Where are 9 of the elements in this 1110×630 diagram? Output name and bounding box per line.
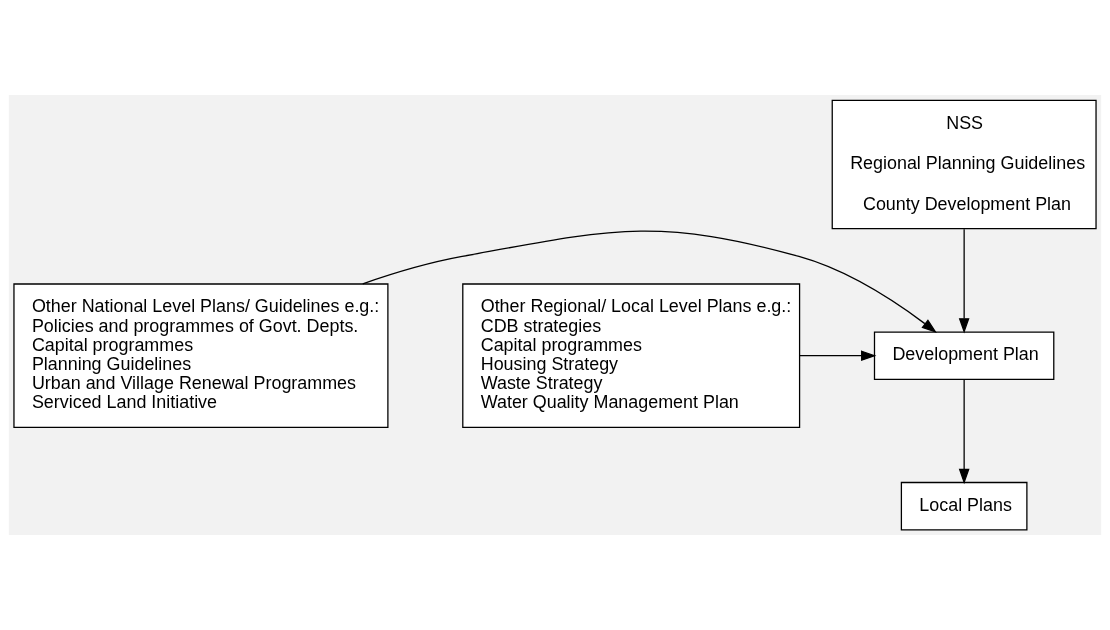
arrow [958, 378, 970, 485]
node-box: NSS Regional Planning Guidelines County Development Plan [831, 99, 1097, 230]
node-box: Local Plans [900, 481, 1028, 531]
node-box: Other Regional/ Local Level Plans e.g.: CDB strategies Capital programmes Housing Strategy Waste Strategy Water Quality Management Plan [462, 283, 801, 429]
arrow [958, 228, 970, 334]
arrow [362, 230, 937, 333]
node-box: Development Plan [873, 331, 1055, 381]
node-box: Other National Level Plans/ Guidelines e.g.: Policies and programmes of Govt. Depts. Capital programmes Planning Guidelines Urban and Village Renewal Programmes Serviced Land Initiative [13, 283, 389, 429]
arrow [798, 350, 877, 362]
